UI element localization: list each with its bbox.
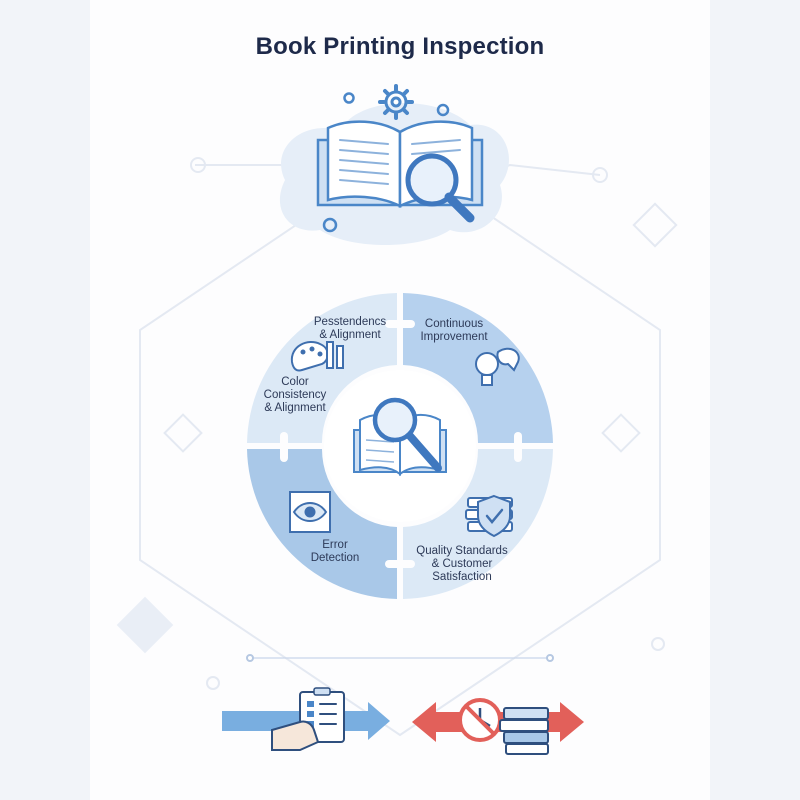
book-magnifier-hero-icon <box>279 84 509 246</box>
label-line: Consistency <box>263 389 327 401</box>
label-line: Satisfaction <box>432 571 492 583</box>
label-line: & Alignment <box>264 402 326 414</box>
segment-label-top-left: Pesstendencs & Alignment <box>300 316 400 342</box>
label-line: Quality Standards <box>416 545 508 557</box>
label-line: Detection <box>310 552 360 564</box>
lightbulb-icon <box>475 347 520 386</box>
segment-top-left <box>247 293 397 443</box>
segment-label-bottom-left: Error Detection <box>300 539 370 565</box>
palette-ruler-icon <box>290 341 344 372</box>
center-book-magnifier-icon <box>353 397 447 477</box>
decor-diamond <box>116 596 174 654</box>
label-line: Improvement <box>420 331 488 343</box>
label-line: Continuous <box>424 318 484 330</box>
shield-check-icon <box>465 494 513 538</box>
segment-label-color: Color Consistency & Alignment <box>255 376 335 415</box>
label-line: & Alignment <box>319 329 381 341</box>
label-line: Pesstendencs <box>313 316 387 328</box>
eye-icon <box>289 491 331 533</box>
label-line: Error <box>322 539 348 551</box>
no-time-icon <box>458 698 502 742</box>
label-line: & Customer <box>431 558 493 570</box>
checklist-hand-icon <box>271 687 345 751</box>
segment-label-top-right: Continuous Improvement <box>408 318 500 344</box>
page-title: Book Printing Inspection <box>255 33 545 60</box>
book-stack-icon <box>499 707 549 755</box>
label-line: Color <box>281 376 309 388</box>
segment-label-bottom-right: Quality Standards & Customer Satisfactio… <box>410 545 514 584</box>
